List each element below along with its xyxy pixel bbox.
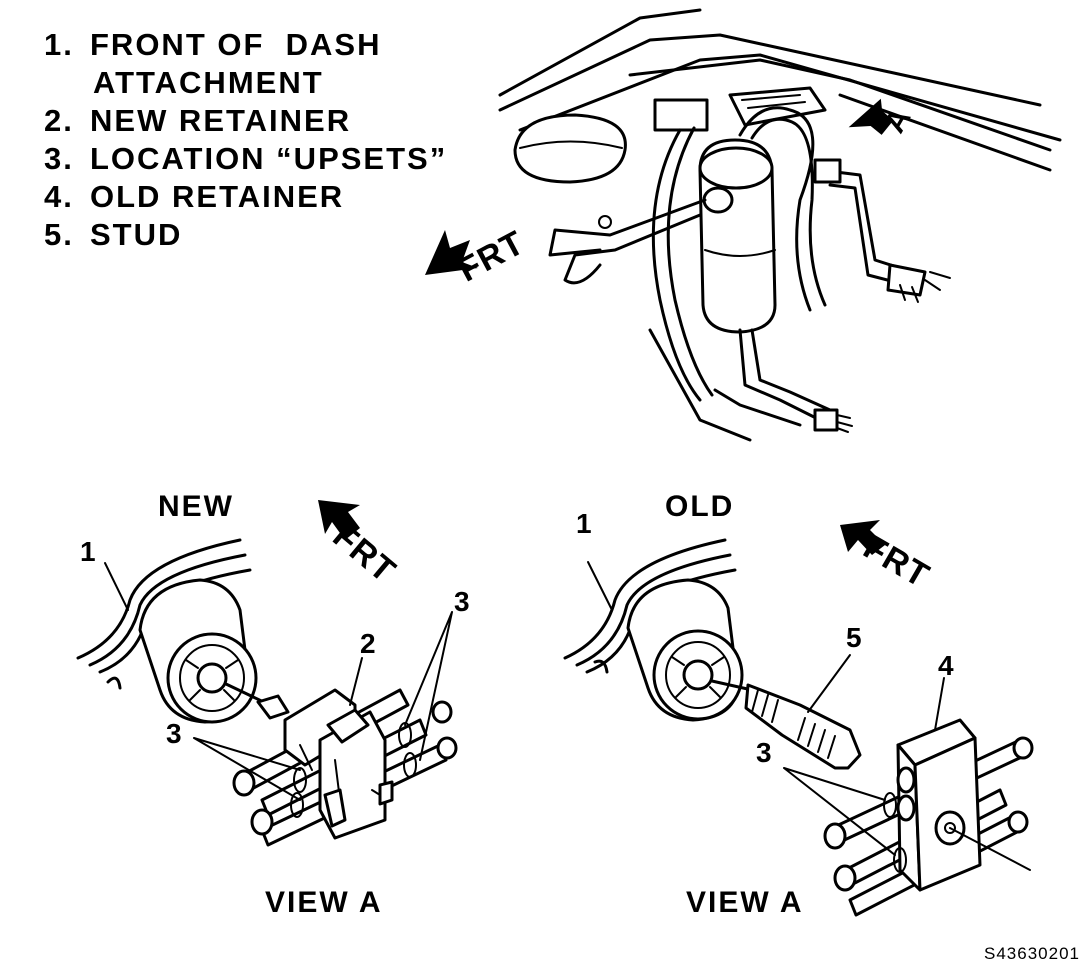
legend-item-4: 4.OLD RETAINER <box>44 179 345 214</box>
callout-3-old: 3 <box>756 737 772 768</box>
old-retainer-illustration <box>563 538 1034 917</box>
callout-2-new: 2 <box>360 628 376 659</box>
callout-3-new-left: 3 <box>166 718 182 749</box>
frt-arrow-icon-old <box>840 520 885 555</box>
legend-item-5: 5.STUD <box>44 217 183 252</box>
callout-5-old: 5 <box>846 622 862 653</box>
legend-item-2: 2.NEW RETAINER <box>44 103 352 138</box>
callout-1-new: 1 <box>80 536 96 567</box>
legend-item-1-continued: ATTACHMENT <box>93 65 324 100</box>
old-view-caption: VIEW A <box>686 886 804 919</box>
callout-3-new-right: 3 <box>454 586 470 617</box>
frt-arrow-icon-new <box>318 500 360 540</box>
new-title: NEW <box>158 490 234 523</box>
callout-4-old: 4 <box>938 650 954 681</box>
old-title: OLD <box>665 490 735 523</box>
legend: 1.FRONT OF DASH ATTACHMENT 2.NEW RETAINE… <box>44 26 447 254</box>
legend-item-1: 1.FRONT OF DASH <box>44 27 382 62</box>
engine-compartment-illustration <box>498 8 1062 442</box>
new-view-caption: VIEW A <box>265 886 383 919</box>
figure-code: S43630201 <box>984 944 1080 963</box>
legend-item-3: 3.LOCATION “UPSETS” <box>44 141 448 176</box>
frt-arrow-icon-top <box>425 230 478 275</box>
callout-1-old: 1 <box>576 508 592 539</box>
new-retainer-illustration <box>76 538 458 847</box>
